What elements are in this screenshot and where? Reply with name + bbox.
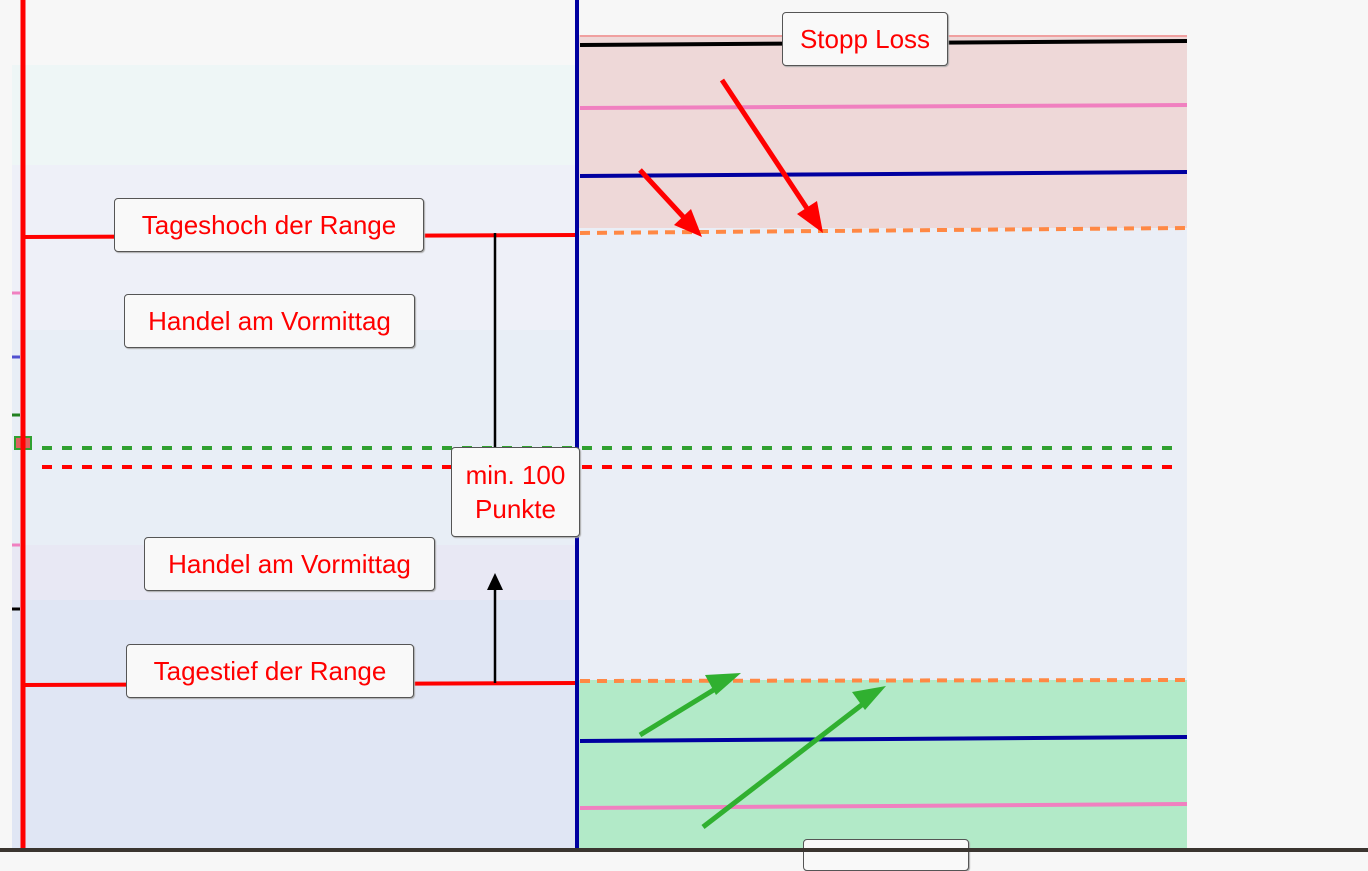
target-zone [576,680,1187,848]
trading-range-diagram [12,0,1188,848]
target-label [803,839,969,871]
min-points-line1: min. 100 [465,460,566,490]
pink-level-line [579,802,1188,810]
blue-level-line [579,170,1188,178]
arrow-head-icon [674,209,702,237]
range-zone [576,228,1187,680]
green-arrow [638,680,727,738]
green-arrow [701,695,874,829]
stop-loss-zone [576,35,1187,228]
arrow-up-icon [487,573,503,590]
red-arrow [719,78,815,218]
morning-trade-label: Handel am Vormittag [144,537,435,591]
blue-level-line [579,735,1188,743]
arrow-head-icon [852,686,886,710]
taskbar [0,848,1368,852]
morning-trade-label: Handel am Vormittag [124,294,415,348]
min-points-line2: Punkte [475,494,556,524]
arrow-head-icon [797,201,823,233]
min-points-label: min. 100 Punkte [451,447,580,537]
red-arrow [638,168,690,224]
day-low-label: Tagestief der Range [126,644,414,698]
band [12,65,576,165]
band [12,600,576,848]
pink-level-line [579,103,1188,110]
day-high-label: Tageshoch der Range [114,198,424,252]
stop-loss-label: Stopp Loss [782,12,948,66]
arrow-head-icon [705,673,741,695]
